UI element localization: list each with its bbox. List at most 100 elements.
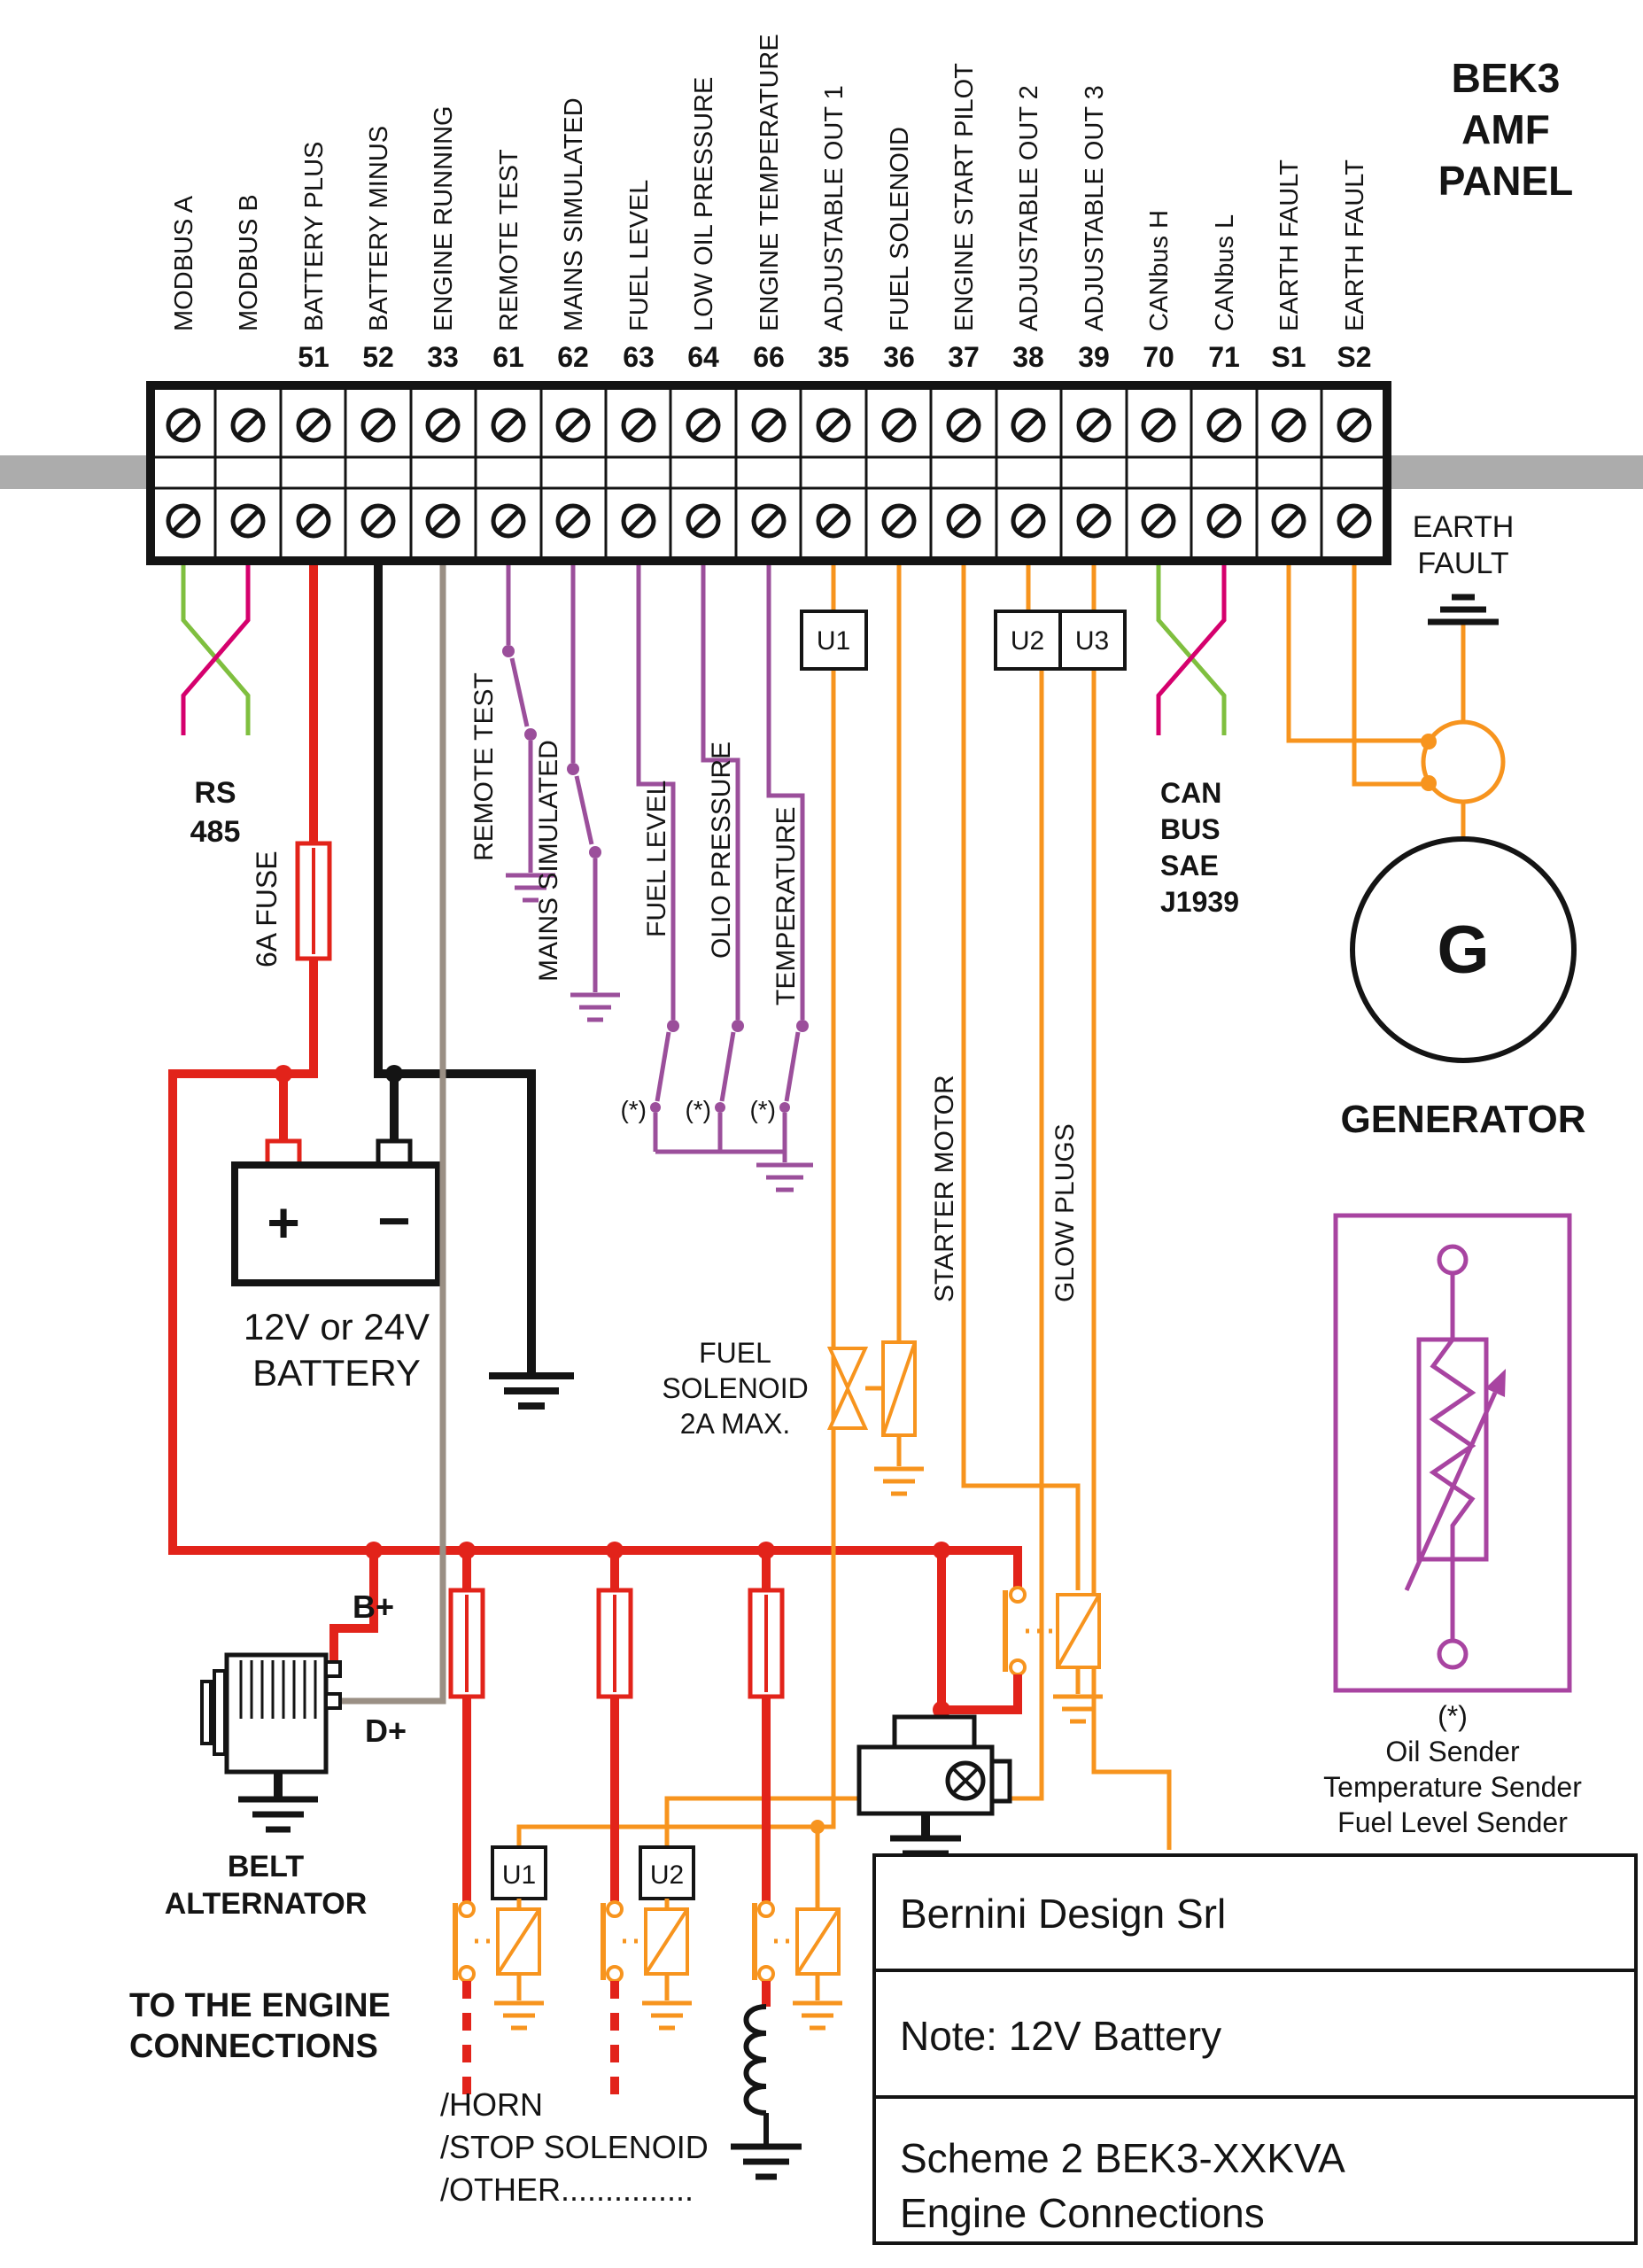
terminal-number: 62 [557,341,589,373]
terminal-label: ADJUSTABLE OUT 3 [1081,85,1109,331]
terminal-label: ENGINE RUNNING [430,105,458,331]
output-relays: U1 U2 [448,1550,842,2180]
panel-title-line: BEK3 [1452,55,1561,101]
stop-solenoid-coil [743,2004,769,2144]
terminal-number: 63 [623,341,655,373]
terminal-label: BATTERY PLUS [300,142,329,331]
battery-ground [489,1372,574,1410]
temperature-wire [766,561,805,1020]
terminal-block [146,381,1391,565]
company-name: Bernini Design Srl [900,1891,1226,1937]
starter-relay-ground [1053,1694,1103,1724]
junction [365,1542,383,1559]
battery-minus-terminal [376,1138,413,1168]
adjustable-outputs: U1 U2 U3 GLOW PLUGS [516,561,1172,1850]
bottom-captions: TO THE ENGINE CONNECTIONS /HORN /STOP SO… [129,1987,709,2208]
b-plus-wire [329,1550,378,1662]
panel-title-line: PANEL [1438,158,1574,204]
u1-bottom-label: U1 [502,1860,536,1890]
terminal-number: S1 [1271,341,1306,373]
earth-fault-label: FAULT [1417,547,1508,580]
terminal-number: 61 [492,341,524,373]
panel-title-line: AMF [1461,106,1550,152]
battery-minus-sign: − [377,1189,410,1253]
canbus-twisted-pair: CAN BUS SAE J1939 [1156,561,1239,918]
alternator-ground [238,1796,318,1833]
terminal-label: MODBUS A [170,195,198,331]
battery-minus-wire [374,561,536,1373]
battery-plus-terminal [265,1138,302,1168]
terminal-dividers [213,385,1323,561]
junction [275,1065,292,1083]
terminal-label: LOW OIL PRESSURE [690,77,718,331]
canbus-label: BUS [1160,813,1221,845]
u1-bottom-box [491,1845,547,1900]
u1-label: U1 [817,626,850,656]
battery-caption: 12V or 24V [244,1306,430,1348]
sensor-asterisk: (*) [749,1096,776,1123]
terminal-label: EARTH FAULT [1341,159,1369,331]
u2-output-wire [664,669,1044,1847]
terminal-label: ADJUSTABLE OUT 2 [1015,85,1043,331]
canbus-label: SAE [1160,850,1219,882]
relay-ground [642,2000,692,2031]
terminal-number: 51 [298,341,329,373]
remote-test-ground [506,873,555,903]
mains-simulated-ground [570,992,620,1022]
relay-ground [793,2000,842,2031]
sender-note: (*) [1438,1700,1468,1732]
mains-simulated-switch: MAINS SIMULATED [534,561,620,1022]
belt-alternator-label: BELT [228,1850,304,1884]
sensor-asterisk: (*) [620,1096,647,1123]
terminal-number: 39 [1078,341,1110,373]
sender-note: Fuel Level Sender [1337,1806,1568,1838]
title-block-border [872,1853,1638,2245]
battery-note: Note: 12V Battery [900,2013,1221,2059]
u3-label: U3 [1075,626,1109,656]
glow-plugs-label: GLOW PLUGS [1050,1123,1080,1302]
earth-fault-s1-wire [1286,561,1423,743]
rs485-label: RS [194,776,236,810]
terminal-number: 37 [948,341,980,373]
u2-bottom-box [639,1845,695,1900]
temperature-label: TEMPERATURE [771,807,801,1006]
oil-pressure-label: OLIO PRESSURE [707,742,736,959]
starter-motor-drawing [856,1714,1012,1816]
sender-box: (*) Oil Sender Temperature Sender Fuel L… [1323,1213,1582,1838]
remote-test-label: REMOTE TEST [469,672,499,861]
terminal-label: CANbus H [1145,210,1174,331]
rs485-twisted-pair: RS 485 [181,561,251,849]
battery-circuit: 6A FUSE + − 12V or 24V BATTERY [168,561,1022,1588]
fuse [448,1588,485,1699]
engine-running-wire [342,561,446,1705]
sensor-ground [756,1162,813,1192]
fuel-solenoid-label: SOLENOID [662,1372,808,1404]
modbus-a-wire [181,561,251,735]
terminal-label: REMOTE TEST [495,149,523,331]
d-plus-label: D+ [365,1713,407,1749]
fuel-solenoid-ground [874,1466,924,1496]
generator-symbol [1350,836,1577,1063]
rs485-label: 485 [190,815,241,849]
canbus-l-wire [1156,561,1227,735]
generator-label: GENERATOR [1340,1098,1585,1141]
sensor-inputs: FUEL LEVEL OLIO PRESSURE TEMPERATURE (*)… [620,561,813,1192]
terminal-numbers: 51 52 33 61 62 63 64 66 35 36 37 38 39 7… [298,341,1371,373]
belt-alternator-label: ALTERNATOR [165,1887,368,1921]
junction [933,1542,950,1559]
terminal-number: 38 [1012,341,1044,373]
alternator: B+ D+ BELT ALTERNATOR [165,1542,407,1921]
terminal-label: ENGINE TEMPERATURE [756,34,784,331]
scheme-title: Scheme 2 BEK3-XXKVA [900,2135,1345,2181]
b-plus-label: B+ [353,1588,394,1625]
junction [933,1701,950,1719]
starter-circuit: STARTER MOTOR [856,561,1103,1872]
starter-feed-wire [942,1674,1022,1714]
terminal-label: MODBUS B [235,194,263,331]
horn-label: /HORN [440,2086,543,2123]
panel-title: BEK3 AMF PANEL [1438,55,1574,204]
starter-motor-label: STARTER MOTOR [930,1075,959,1302]
terminal-label: FUEL SOLENOID [886,127,914,331]
fuel-level-wire [636,561,676,1020]
terminal-label: CANbus L [1211,214,1239,331]
